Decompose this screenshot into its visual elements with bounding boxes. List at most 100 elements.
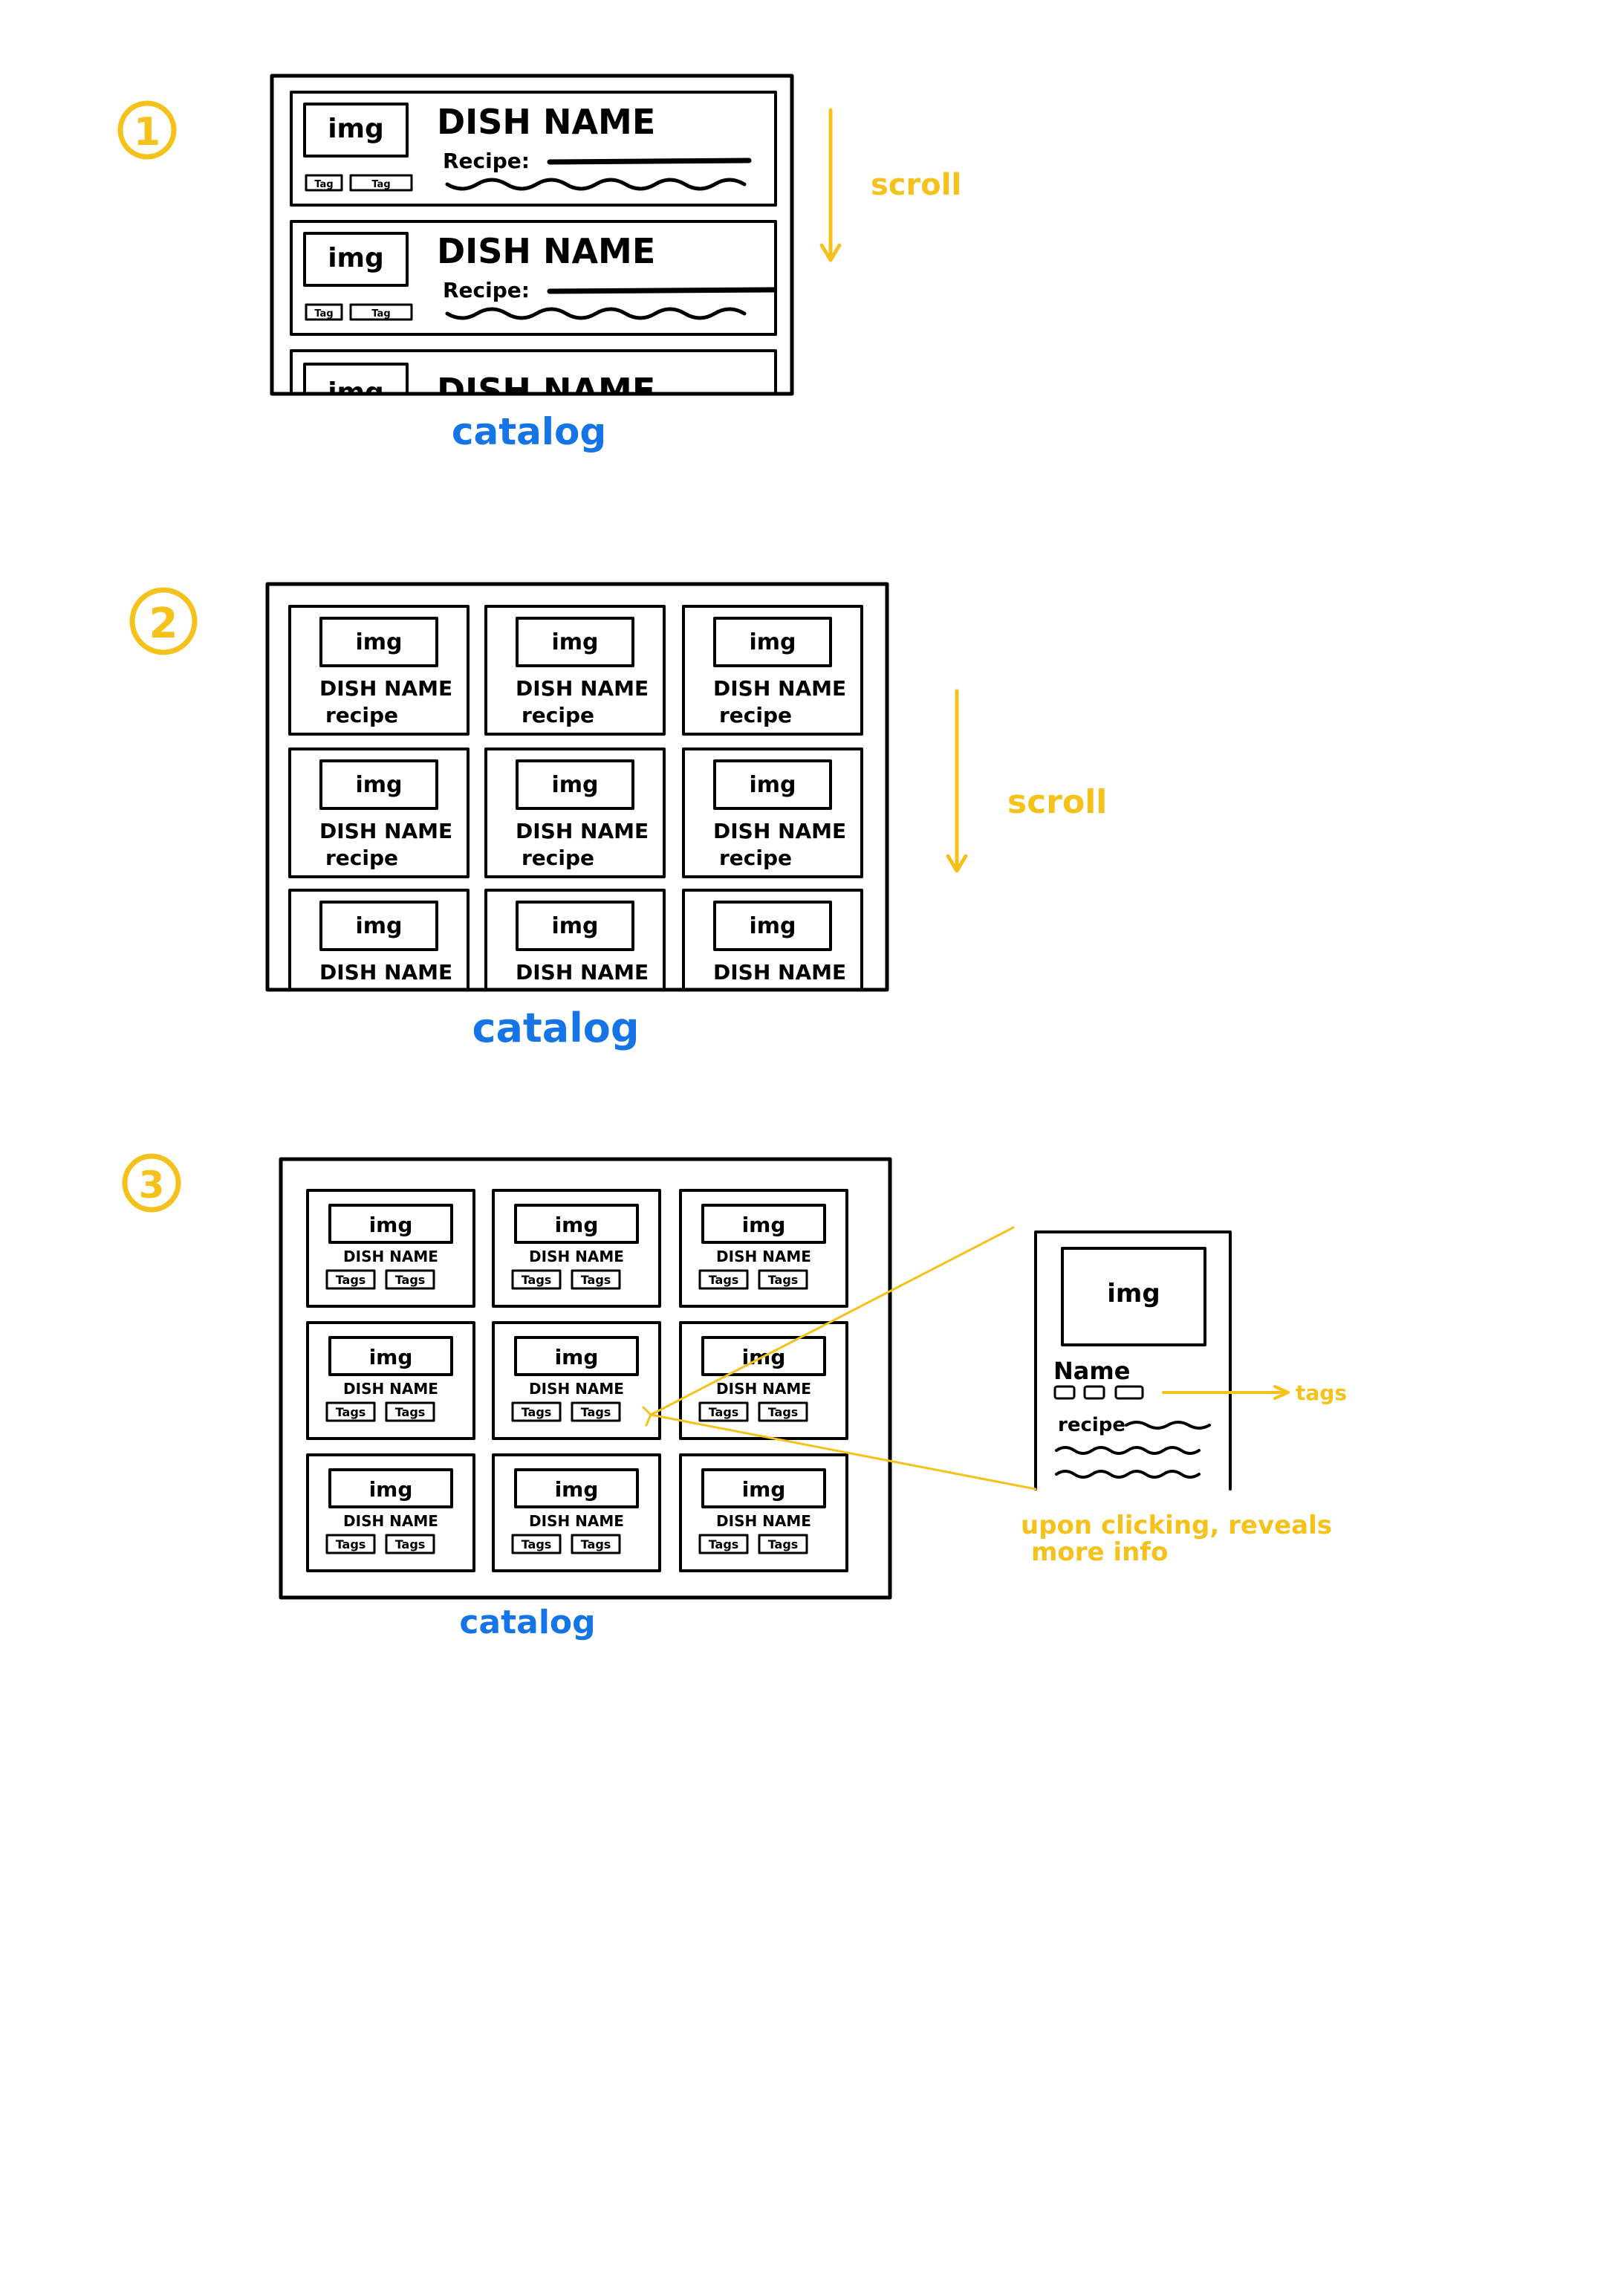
dish-name: DISH NAME <box>716 1248 811 1265</box>
card-frame <box>288 748 470 878</box>
dish-name: DISH NAME <box>437 102 655 142</box>
tag-box <box>325 1269 376 1290</box>
annotation-line-1: upon clicking, reveals <box>1021 1511 1332 1540</box>
tag-label: Tags <box>709 1273 739 1287</box>
image-placeholder <box>319 759 438 810</box>
image-placeholder <box>319 617 438 667</box>
image-placeholder <box>701 1204 826 1244</box>
image-placeholder <box>319 901 438 951</box>
recipe-text-line <box>547 158 752 165</box>
tag-label: Tags <box>336 1273 366 1287</box>
detail-recipe-label: recipe <box>1058 1414 1125 1436</box>
image-label: img <box>551 913 598 939</box>
detail-name: Name <box>1053 1357 1130 1385</box>
detail-panel-frame <box>1034 1230 1232 1491</box>
card-frame <box>682 748 863 878</box>
image-placeholder <box>516 617 634 667</box>
tag-box <box>385 1269 435 1290</box>
dish-name: DISH NAME <box>516 960 649 985</box>
detail-tag-box <box>1114 1385 1144 1400</box>
tag-box <box>305 174 343 192</box>
image-placeholder <box>516 901 634 951</box>
tag-box <box>385 1534 435 1554</box>
recipe-label: Recipe: <box>443 278 530 302</box>
dish-name: DISH NAME <box>516 819 649 843</box>
tag-label: Tags <box>768 1537 799 1551</box>
dish-name: DISH NAME <box>529 1380 624 1398</box>
dish-name: DISH NAME <box>319 676 452 701</box>
tag-label: Tags <box>336 1405 366 1419</box>
tag-label: Tags <box>395 1537 426 1551</box>
connector-pointer <box>642 1406 652 1427</box>
tag-box <box>511 1269 562 1290</box>
card-frame <box>484 889 666 990</box>
tag-box <box>758 1534 808 1554</box>
detail-recipe-squiggle <box>1055 1470 1201 1479</box>
tag-box <box>571 1534 621 1554</box>
tag-box <box>325 1401 376 1422</box>
step-number-circle <box>122 1153 181 1213</box>
card-frame <box>682 889 863 990</box>
image-label: img <box>369 1477 413 1502</box>
tag-label: Tags <box>336 1537 366 1551</box>
detail-tag-box <box>1053 1385 1076 1400</box>
image-placeholder <box>713 617 832 667</box>
image-label: img <box>749 913 796 939</box>
image-placeholder <box>303 363 409 394</box>
list-catalog-frame <box>270 74 794 396</box>
image-label: img <box>355 913 402 939</box>
tag-label: Tags <box>522 1405 552 1419</box>
card-frame <box>679 1453 848 1572</box>
card-frame <box>306 1453 475 1572</box>
tag-box <box>571 1269 621 1290</box>
tag-box <box>385 1401 435 1422</box>
tag-label: Tags <box>395 1273 426 1287</box>
image-label: img <box>328 114 384 144</box>
tag-box <box>511 1534 562 1554</box>
scroll-arrow <box>819 108 842 262</box>
step-number-circle <box>129 587 198 655</box>
detail-recipe-squiggle <box>1055 1446 1201 1455</box>
tag-label: Tags <box>709 1537 739 1551</box>
list-row: img DISH NAME <box>290 349 777 411</box>
connector-line <box>649 1226 1015 1416</box>
image-placeholder <box>303 232 409 287</box>
dish-name: DISH NAME <box>713 960 846 985</box>
image-placeholder <box>713 759 832 810</box>
tag-box <box>349 303 413 321</box>
image-label: img <box>555 1477 599 1502</box>
catalog-caption: catalog <box>472 1005 640 1051</box>
scroll-arrow <box>946 689 968 873</box>
image-label: img <box>742 1213 786 1237</box>
tag-label: Tags <box>581 1537 611 1551</box>
row-card <box>290 220 777 336</box>
tag-box <box>758 1269 808 1290</box>
tag-box <box>571 1401 621 1422</box>
image-label: img <box>551 629 598 655</box>
image-label: img <box>355 629 402 655</box>
image-placeholder <box>303 103 409 158</box>
card-frame <box>288 889 470 990</box>
tag-label: Tags <box>768 1273 799 1287</box>
card-frame <box>492 1453 661 1572</box>
tags-callout-label: tags <box>1296 1381 1347 1405</box>
recipe-label: recipe <box>522 703 594 727</box>
card-frame <box>288 605 470 736</box>
dish-name: DISH NAME <box>437 371 655 411</box>
step-number: 2 <box>149 600 178 648</box>
recipe-squiggle <box>445 178 747 191</box>
connector-line <box>649 1413 1037 1491</box>
